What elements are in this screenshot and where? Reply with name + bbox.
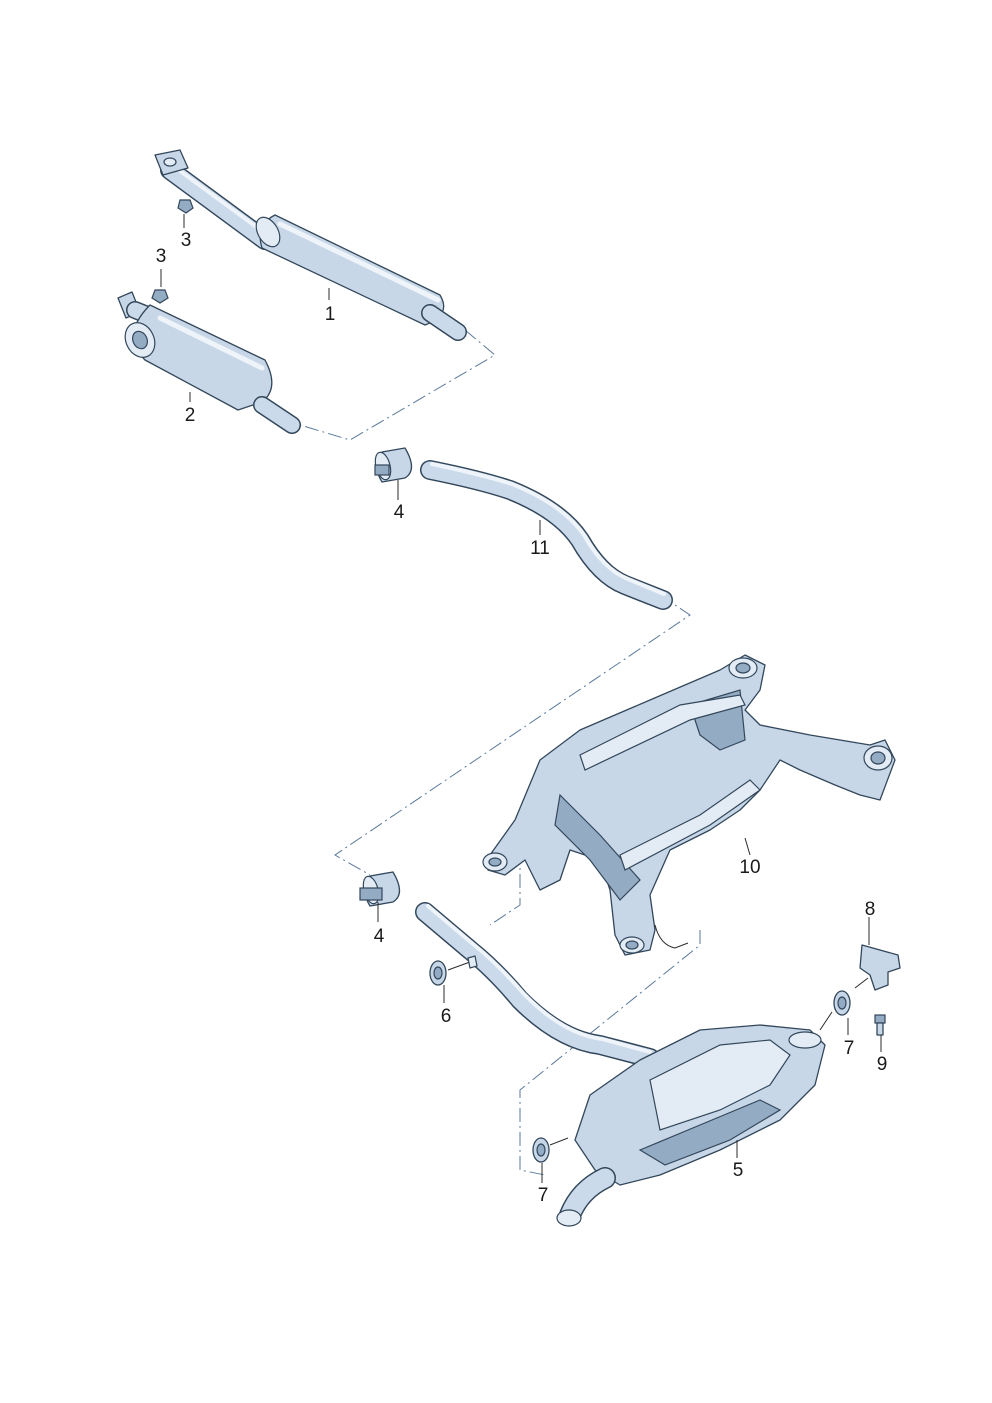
- connection-lines: [299, 329, 701, 1176]
- rubber-mount-6[interactable]: [429, 955, 478, 986]
- front-silencer-short[interactable]: [117, 291, 301, 434]
- callout-4-upper: 4: [394, 502, 405, 523]
- rear-silencer[interactable]: [556, 1024, 826, 1227]
- callout-4-lower: 4: [374, 926, 385, 947]
- callout-5: 5: [733, 1160, 744, 1181]
- front-silencer-long[interactable]: [154, 149, 467, 341]
- bolt[interactable]: [874, 1014, 886, 1036]
- clamp-lower[interactable]: [359, 871, 401, 907]
- clamp-upper[interactable]: [373, 447, 413, 483]
- callout-labels: 1 2 3 3 4 4 5 6 7 7 8 9 10 11: [156, 230, 888, 1206]
- nut-upper[interactable]: [177, 199, 194, 214]
- callout-1: 1: [325, 304, 336, 325]
- callout-2: 2: [185, 405, 196, 426]
- rubber-mount-7-right[interactable]: [819, 990, 851, 1031]
- callout-6: 6: [441, 1006, 452, 1027]
- rear-pipe[interactable]: [415, 902, 660, 1068]
- callout-3-upper: 3: [181, 230, 192, 251]
- callout-3-lower: 3: [156, 246, 167, 267]
- nut-lower[interactable]: [151, 289, 169, 304]
- callout-9: 9: [877, 1054, 888, 1075]
- callout-10: 10: [739, 857, 760, 878]
- intermediate-pipe[interactable]: [420, 460, 673, 610]
- rubber-mount-7-left[interactable]: [532, 1137, 569, 1163]
- leader-lines: [160, 214, 882, 1183]
- rear-subframe[interactable]: [482, 654, 896, 956]
- bracket[interactable]: [854, 944, 901, 991]
- callout-7-left: 7: [538, 1185, 549, 1206]
- callout-11: 11: [530, 538, 550, 559]
- callout-7-right: 7: [844, 1038, 855, 1059]
- callout-8: 8: [865, 899, 876, 920]
